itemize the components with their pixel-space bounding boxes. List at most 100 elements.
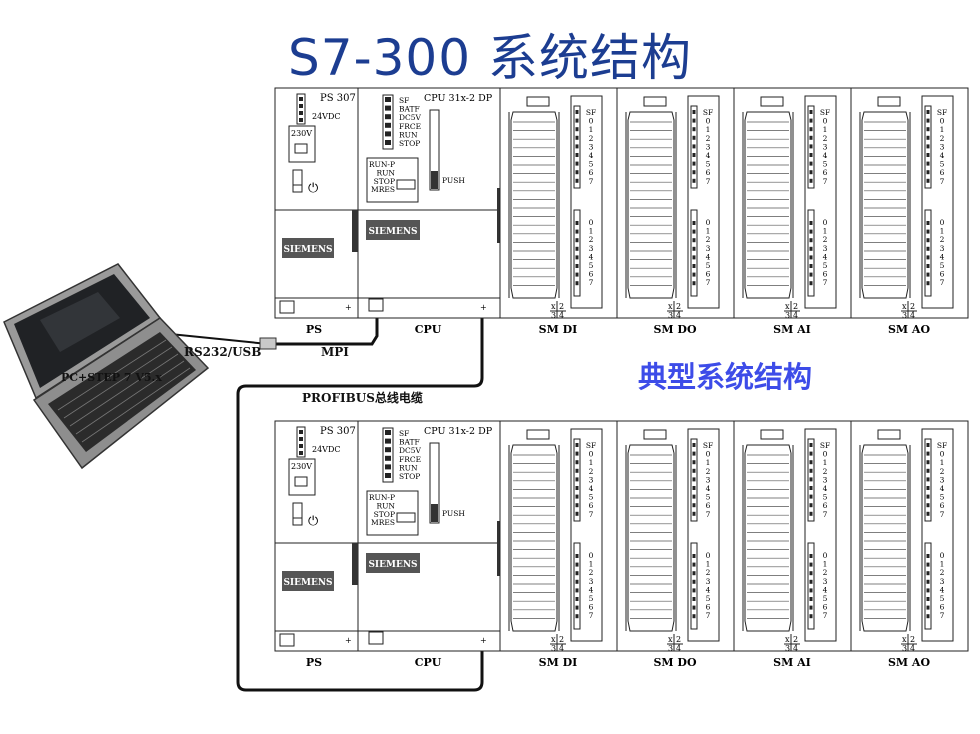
ps-siemens-badge bbox=[282, 571, 334, 591]
channel-label: 2 bbox=[940, 568, 945, 577]
channel-label: SF bbox=[586, 441, 596, 450]
slot-marker: x bbox=[902, 635, 907, 644]
channel-label: 7 bbox=[823, 510, 828, 519]
slot-marker: 4 bbox=[910, 644, 915, 653]
channel-label: 4 bbox=[940, 484, 945, 493]
channel-label: 1 bbox=[940, 458, 945, 467]
led-strip bbox=[690, 542, 698, 630]
status-led bbox=[385, 438, 391, 444]
sm-tab bbox=[643, 429, 667, 440]
usb-adapter bbox=[259, 337, 277, 350]
mode-label: STOP bbox=[374, 177, 395, 186]
channel-label: 4 bbox=[940, 151, 945, 160]
cpu-brand: SIEMENS bbox=[368, 227, 417, 237]
channel-label: 7 bbox=[706, 510, 711, 519]
channel-label: 3 bbox=[706, 475, 711, 484]
slot-marker: 2 bbox=[910, 302, 915, 311]
channel-label: 0 bbox=[823, 117, 828, 126]
slot-marker: 2 bbox=[676, 302, 681, 311]
slot-marker: 2 bbox=[676, 635, 681, 644]
channel-label: 2 bbox=[589, 568, 594, 577]
cables bbox=[169, 318, 484, 692]
slot-marker: 3 bbox=[785, 644, 790, 653]
channel-label: 5 bbox=[940, 493, 945, 502]
channel-label: 4 bbox=[940, 585, 945, 594]
channel-label: 0 bbox=[589, 117, 594, 126]
channel-label: 1 bbox=[706, 125, 711, 134]
channel-label: 7 bbox=[589, 510, 594, 519]
channel-label: 3 bbox=[589, 577, 594, 586]
rack-connector bbox=[352, 543, 358, 585]
front-connector bbox=[861, 111, 909, 299]
mode-label: MRES bbox=[371, 518, 395, 527]
ps-voltage-out: 24VDC bbox=[312, 445, 341, 454]
sm-tab bbox=[877, 96, 901, 107]
cpu-led-label: DC5V bbox=[399, 113, 422, 122]
channel-label: 2 bbox=[940, 235, 945, 244]
channel-label: 6 bbox=[823, 168, 828, 177]
channel-label: 6 bbox=[589, 501, 594, 510]
channel-label: 5 bbox=[823, 261, 828, 270]
channel-label: 5 bbox=[589, 261, 594, 270]
channel-label: 3 bbox=[589, 244, 594, 253]
channel-label: SF bbox=[937, 108, 947, 117]
channel-label: 3 bbox=[823, 577, 828, 586]
ps-voltage-in: 230V bbox=[291, 129, 312, 138]
ps-module bbox=[274, 87, 360, 319]
push-label: PUSH bbox=[442, 176, 465, 185]
channel-label: 7 bbox=[706, 177, 711, 186]
channel-label: 1 bbox=[706, 227, 711, 236]
slot-marker: 3 bbox=[551, 311, 556, 320]
status-led bbox=[385, 122, 391, 128]
cpu-brand: SIEMENS bbox=[368, 560, 417, 570]
svg-text:+: + bbox=[480, 636, 487, 645]
profibus-label: PROFIBUS总线电缆 bbox=[302, 391, 423, 405]
channel-label: SF bbox=[703, 108, 713, 117]
status-led bbox=[385, 131, 391, 137]
channel-label: SF bbox=[820, 108, 830, 117]
slot-marker: 4 bbox=[910, 311, 915, 320]
channel-label: 5 bbox=[823, 160, 828, 169]
channel-label: 2 bbox=[823, 134, 828, 143]
channel-label: 2 bbox=[589, 134, 594, 143]
channel-label: 3 bbox=[823, 244, 828, 253]
mode-label: RUN bbox=[376, 168, 395, 177]
cpu-led-label: FRCE bbox=[399, 455, 421, 464]
channel-label: 3 bbox=[940, 244, 945, 253]
channel-label: 6 bbox=[589, 168, 594, 177]
channel-label: 0 bbox=[823, 450, 828, 459]
push-label: PUSH bbox=[442, 509, 465, 518]
channel-label: 1 bbox=[589, 560, 594, 569]
cpu-led-label: DC5V bbox=[399, 446, 422, 455]
memory-card-slot bbox=[429, 442, 440, 524]
sm-caption: SM DO bbox=[653, 656, 696, 669]
channel-label: 7 bbox=[823, 177, 828, 186]
channel-label: 5 bbox=[940, 160, 945, 169]
channel-label: 4 bbox=[706, 252, 711, 261]
slot-marker: 4 bbox=[676, 311, 681, 320]
cpu-led-label: BATF bbox=[399, 438, 420, 447]
channel-label: 0 bbox=[706, 450, 711, 459]
front-connector bbox=[510, 444, 558, 632]
channel-label: 5 bbox=[940, 594, 945, 603]
channel-label: 7 bbox=[589, 611, 594, 620]
channel-label: SF bbox=[937, 441, 947, 450]
channel-label: 2 bbox=[823, 235, 828, 244]
status-led bbox=[385, 455, 391, 461]
cpu-led-block bbox=[382, 427, 394, 483]
rack-typical: PS 30724VDC230V⏻SIEMENS+PSSFBATFDC5VFRCE… bbox=[274, 87, 969, 336]
channel-label: 6 bbox=[706, 501, 711, 510]
mode-label: STOP bbox=[374, 510, 395, 519]
cpu-model: CPU 31x-2 DP bbox=[424, 93, 493, 104]
slot-marker: 3 bbox=[902, 311, 907, 320]
channel-label: 1 bbox=[706, 458, 711, 467]
channel-label: 6 bbox=[940, 168, 945, 177]
ps-switch bbox=[292, 169, 303, 193]
channel-label: 4 bbox=[823, 151, 828, 160]
slot-marker: 2 bbox=[793, 302, 798, 311]
